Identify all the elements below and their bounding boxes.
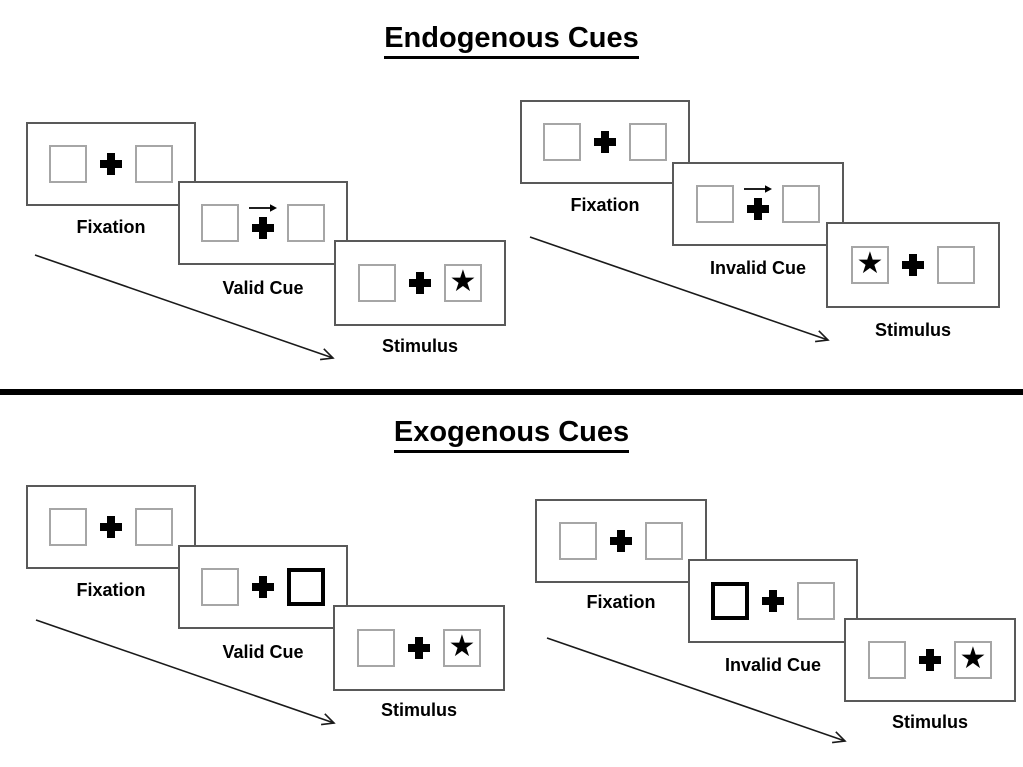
- stimulus-panel: ★: [333, 605, 505, 691]
- fixation-cross-icon: [762, 590, 784, 612]
- placeholder-box-right: [629, 123, 667, 161]
- fixation-cross-icon: [594, 131, 616, 153]
- placeholder-box-right: [135, 145, 173, 183]
- star-icon: ★: [449, 265, 477, 298]
- fixation-cross-icon: [919, 649, 941, 671]
- section-title-text: Exogenous Cues: [393, 416, 630, 453]
- section-divider: [0, 389, 1023, 395]
- stimulus-panel: ★: [844, 618, 1016, 702]
- stimulus-panel: ★: [334, 240, 506, 326]
- fixation-cross-icon: [100, 153, 122, 175]
- panel-label-valid-cue: Valid Cue: [222, 642, 304, 662]
- placeholder-box-right: [287, 204, 325, 242]
- highlighted-cue-box-left: [711, 582, 749, 620]
- fixation-cross-icon: [100, 516, 122, 538]
- timeline-arrow: [529, 236, 830, 343]
- star-icon: ★: [959, 642, 987, 675]
- panel-label-fixation: Fixation: [586, 592, 656, 612]
- fixation-cross-icon: [610, 530, 632, 552]
- placeholder-box-left: [696, 185, 734, 223]
- fixation-panel: [520, 100, 690, 184]
- panel-label-fixation: Fixation: [76, 217, 146, 237]
- panel-label-invalid-cue: Invalid Cue: [724, 655, 822, 675]
- placeholder-box-left: [49, 145, 87, 183]
- section-title-exogenous: Exogenous Cues: [0, 416, 1023, 453]
- fixation-cross-icon: [252, 576, 274, 598]
- fixation-panel: [26, 485, 196, 569]
- valid-cue-panel: [178, 545, 348, 629]
- star-icon: ★: [856, 247, 884, 280]
- stimulus-panel: ★: [826, 222, 1000, 308]
- highlighted-cue-box-right: [287, 568, 325, 606]
- placeholder-box-right: [782, 185, 820, 223]
- fixation-panel: [535, 499, 707, 583]
- placeholder-box-right: [797, 582, 835, 620]
- panel-label-invalid-cue: Invalid Cue: [709, 258, 807, 278]
- placeholder-box-right: [645, 522, 683, 560]
- panel-label-fixation: Fixation: [570, 195, 640, 215]
- valid-cue-panel: [178, 181, 348, 265]
- panel-label-stimulus: Stimulus: [380, 700, 457, 720]
- timeline-arrow: [34, 254, 335, 361]
- panel-label-stimulus: Stimulus: [891, 712, 968, 732]
- section-title-text: Endogenous Cues: [384, 22, 639, 59]
- fixation-cross-icon: [902, 254, 924, 276]
- target-box-right: ★: [954, 641, 992, 679]
- star-icon: ★: [448, 630, 476, 663]
- fixation-cross-icon: [409, 272, 431, 294]
- timeline-arrow: [546, 637, 847, 744]
- fixation-cross-icon: [408, 637, 430, 659]
- placeholder-box-right: [135, 508, 173, 546]
- cue-arrow-right-icon: [744, 185, 772, 193]
- fixation-cross-icon: [744, 185, 772, 220]
- target-box-right: ★: [444, 264, 482, 302]
- placeholder-box-left: [357, 629, 395, 667]
- target-box-right: ★: [443, 629, 481, 667]
- section-title-endogenous: Endogenous Cues: [0, 22, 1023, 59]
- placeholder-box-left: [49, 508, 87, 546]
- fixation-cross-icon: [249, 204, 277, 239]
- placeholder-box-left: [543, 123, 581, 161]
- panel-label-fixation: Fixation: [76, 580, 146, 600]
- fixation-panel: [26, 122, 196, 206]
- panel-label-valid-cue: Valid Cue: [222, 278, 304, 298]
- timeline-arrow: [35, 619, 336, 726]
- panel-label-stimulus: Stimulus: [874, 320, 951, 340]
- cue-arrow-right-icon: [249, 204, 277, 212]
- placeholder-box-right: [937, 246, 975, 284]
- placeholder-box-left: [358, 264, 396, 302]
- panel-label-stimulus: Stimulus: [381, 336, 458, 356]
- placeholder-box-left: [868, 641, 906, 679]
- invalid-cue-panel: [672, 162, 844, 246]
- placeholder-box-left: [201, 568, 239, 606]
- placeholder-box-left: [559, 522, 597, 560]
- invalid-cue-panel: [688, 559, 858, 643]
- target-box-left: ★: [851, 246, 889, 284]
- placeholder-box-left: [201, 204, 239, 242]
